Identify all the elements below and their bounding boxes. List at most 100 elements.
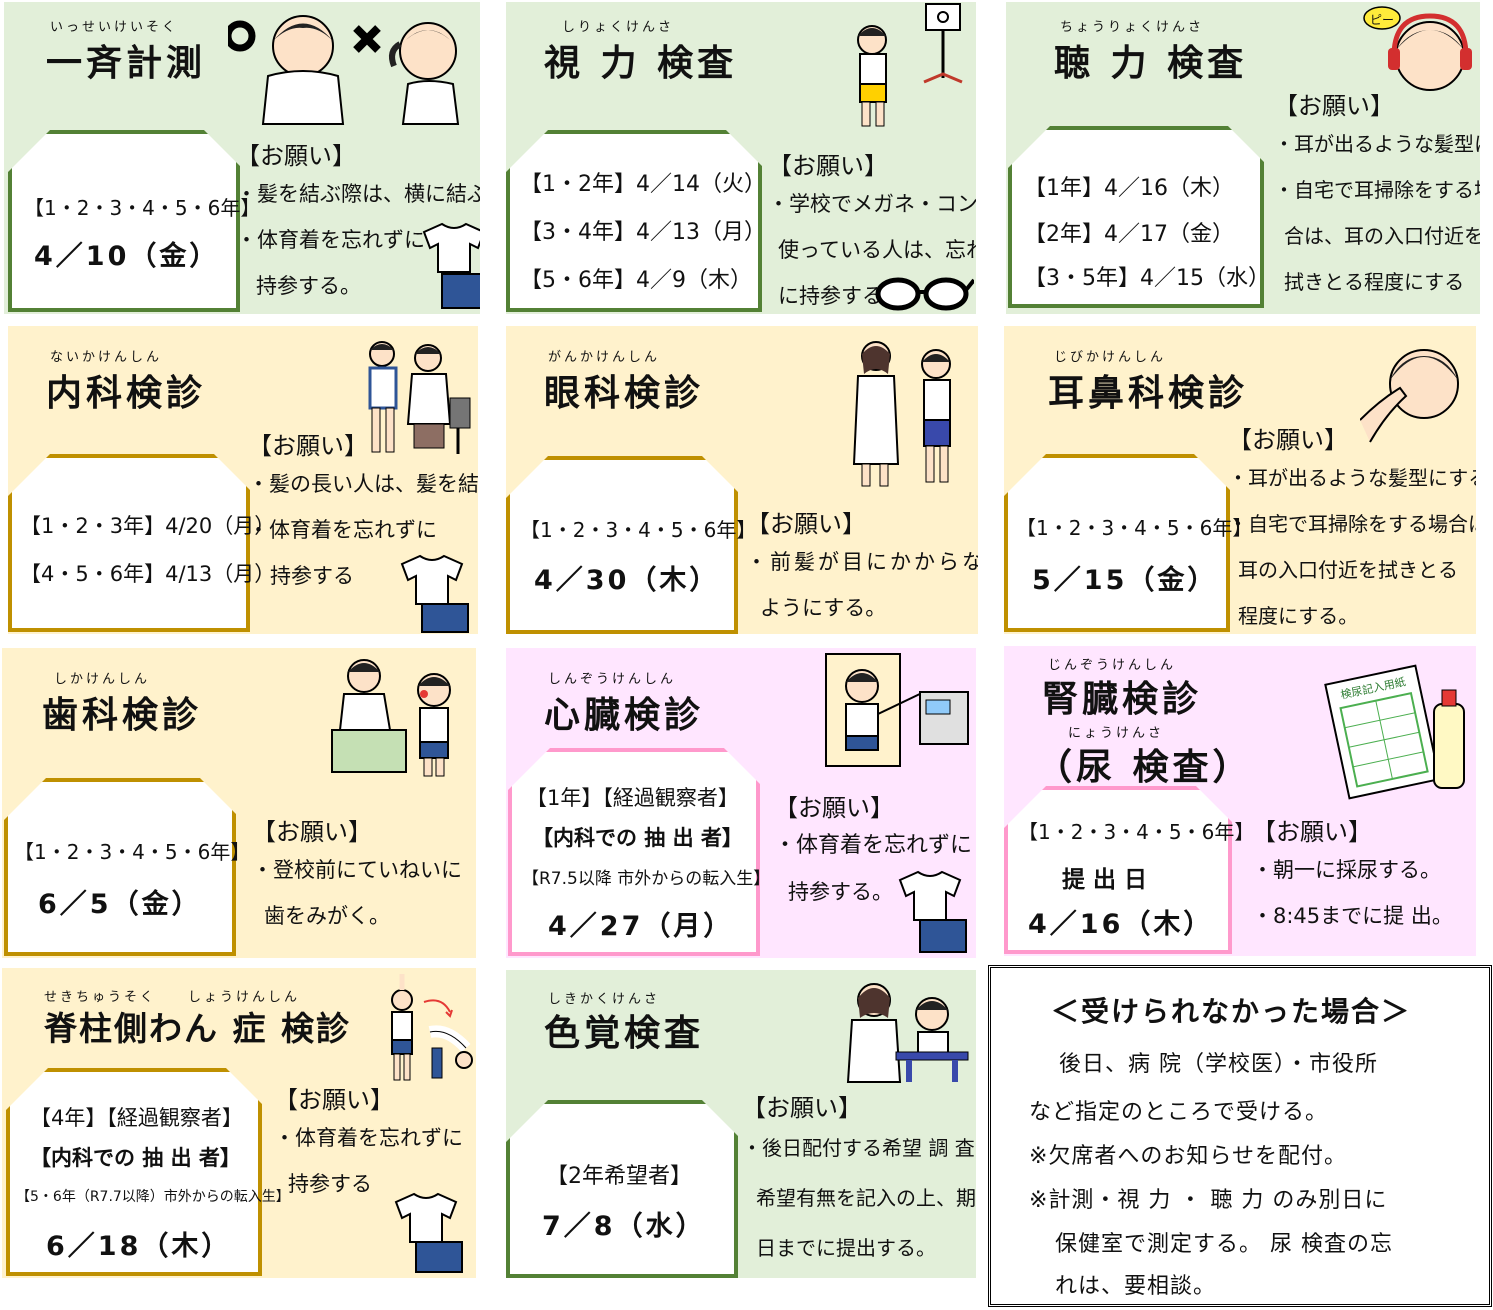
notice-line: ※計測・視 力 ・ 聴 力 のみ別日に	[1029, 1188, 1388, 1213]
request-heading: 【お願い】	[248, 432, 368, 460]
request-heading: 【お願い】	[1252, 818, 1372, 846]
request-heading: 【お願い】	[274, 1086, 394, 1114]
date-value: 4／16（木）	[1028, 909, 1214, 940]
request-heading: 【お願い】	[1228, 426, 1348, 454]
date-line: 【1年】【経過観察者】	[526, 786, 739, 810]
date-line: 【1・2年】4／14（火）	[520, 172, 766, 197]
card-subtitle: （尿 検査）	[1036, 747, 1253, 788]
date-line: 【5・6年】4／9（木）	[520, 268, 752, 293]
dental-exam-illustration	[331, 659, 451, 777]
request-heading: 【お願い】	[746, 510, 866, 538]
eye-test-illustration	[857, 3, 963, 127]
card-shikikaku: しきかくけんさ 色覚検査 【2年希望者】 7／8（水） 【お願い】 ・後日配付す…	[506, 970, 976, 1278]
request-list: 【お願い】 ・耳が出るような髪型にする。 ・自宅で耳掃除をする場 合は、耳の入口…	[1274, 86, 1480, 305]
card-jinzo: じんぞうけんしん 腎臓検診 にょうけんさ （尿 検査） 検尿記入用紙 【1・2・…	[1004, 646, 1476, 956]
request-item: ・前髪が目にかからない	[746, 550, 978, 574]
date-line: 【3・4年】4／13（月）	[520, 220, 766, 245]
card-title: 歯科検診	[42, 695, 203, 736]
beep-label: ピー	[1370, 13, 1395, 27]
request-item: 合は、耳の入口付近を	[1284, 224, 1480, 248]
date-value: 5／15（金）	[1032, 565, 1218, 596]
request-item: ・自宅で耳掃除をする場	[1274, 178, 1480, 202]
notice-line: など指定のところで受ける。	[1029, 1100, 1329, 1125]
request-list: 【お願い】 ・前髪が目にかからない ようにする。	[746, 504, 978, 631]
request-list: 【お願い】 ・体育着を忘れずに 持参する。	[774, 788, 972, 915]
date-line: 【4年】【経過観察者】	[30, 1106, 243, 1130]
notice-line: 後日、病 院（学校医）・市役所	[1059, 1052, 1378, 1077]
doctor-exam-illustration	[368, 341, 471, 454]
date-line: 【内科での 抽 出 者】	[30, 1146, 241, 1170]
card-shiryoku: しりょくけんさ 視 力 検査 【1・2年】4／14（火） 【3・4年】4／13（…	[506, 2, 976, 314]
request-item: 歯をみがく。	[264, 904, 390, 928]
card-naika: ないかけんしん 内科検診 【1・2・3年】4/20（月） 【4・5・6年】4/1…	[8, 326, 478, 634]
card-title: 心臓検診	[544, 695, 705, 736]
card-title: 聴 力 検査	[1054, 43, 1248, 84]
ear-exam-illustration	[1360, 349, 1459, 443]
date-line: 【2年】4／17（金）	[1024, 222, 1234, 247]
request-item: 持参する	[270, 564, 354, 588]
request-heading: 【お願い】	[768, 152, 888, 180]
card-furigana: じびかけんしん	[1054, 350, 1167, 365]
date-line: 【3・5年】4／15（水）	[1024, 266, 1270, 291]
request-item: 程度にする。	[1238, 604, 1359, 628]
card-title: 脊柱側わん 症 検診	[44, 1009, 351, 1048]
gym-clothes-icon	[394, 1192, 463, 1273]
date-box: 【1年】【経過観察者】 【内科での 抽 出 者】 【R7.5以降 市外からの転入…	[508, 748, 770, 956]
date-box: 【1・2・3・4・5・6年】 4／30（木）	[506, 456, 756, 634]
gym-clothes-icon	[898, 870, 967, 953]
request-item: 希望有無を記入の上、期	[756, 1186, 976, 1210]
date-box: 【1・2・3・4・5・6年】 5／15（金）	[1004, 454, 1252, 632]
glasses-icon	[875, 277, 974, 311]
ecg-exam-illustration	[825, 653, 969, 767]
date-grades: 【2年希望者】	[546, 1164, 692, 1189]
notice-line: 保健室で測定する。 尿 検査の忘	[1055, 1232, 1393, 1257]
request-item: 持参する。	[788, 880, 893, 904]
date-box: 【1・2年】4／14（火） 【3・4年】4／13（月） 【5・6年】4／9（木）	[506, 130, 766, 312]
card-sekichu: せきちゅうそく しょうけんしん 脊柱側わん 症 検診 【4年】【経過観察者】 【…	[2, 968, 476, 1278]
notice-line: れは、要相談。	[1055, 1274, 1217, 1299]
card-choryoku: ちょうりょくけんさ 聴 力 検査 ピー 【1年】4／16（木） 【2年】4／17…	[1006, 2, 1480, 314]
request-item: 耳の入口付近を拭きとる	[1238, 558, 1458, 582]
card-ganka: がんかけんしん 眼科検診 【1・2・3・4・5・6年】 4／30（木） 【お願い…	[506, 326, 978, 634]
request-list: 【お願い】 ・学校でメガネ・コンタクトを 使っている人は、忘れず に持参する。	[768, 146, 976, 314]
date-grades: 【1・2・3・4・5・6年】	[24, 196, 261, 220]
date-grades: 【1・2・3・4・5・6年】	[14, 840, 251, 864]
request-item: ・後日配付する希望 調 査に	[742, 1136, 976, 1160]
request-heading: 【お願い】	[742, 1094, 862, 1122]
card-title: 耳鼻科検診	[1048, 373, 1249, 414]
notice-line: ※欠席者へのお知らせを配付。	[1029, 1144, 1347, 1169]
request-item: ・朝一に採尿する。	[1252, 858, 1441, 882]
card-title: 色覚検査	[544, 1013, 705, 1054]
card-shika: しかけんしん 歯科検診 【1・2・3・4・5・6年】 6／5（金） 【お願い】 …	[2, 648, 476, 958]
students-hair-tie-illustration	[228, 15, 460, 125]
date-grades: 【1・2・3・4・5・6年】	[520, 518, 757, 542]
gym-clothes-icon	[400, 554, 469, 633]
request-item: ・体育着を忘れずに	[274, 1126, 463, 1150]
request-item: ・8:45までに提 出。	[1252, 904, 1453, 928]
card-shinzo: しんぞうけんしん 心臓検診 【1年】【経過観察者】 【内科での 抽 出 者】 【…	[506, 648, 976, 958]
date-line: 【5・6年（R7.7以降）市外からの転入生】	[16, 1189, 290, 1205]
card-jibika: じびかけんしん 耳鼻科検診 【1・2・3・4・5・6年】 5／15（金） 【お願…	[1004, 326, 1476, 634]
card-title: 一斉計測	[46, 43, 207, 84]
date-line: 【内科での 抽 出 者】	[532, 826, 743, 850]
date-box: 【1年】4／16（木） 【2年】4／17（金） 【3・5年】4／15（水）	[1008, 126, 1270, 308]
date-line: 【1・2・3年】4/20（月）	[20, 514, 276, 538]
date-value: 4／27（月）	[548, 911, 734, 942]
request-list: 【お願い】 ・後日配付する希望 調 査に 希望有無を記入の上、期 日までに提出す…	[742, 1088, 976, 1273]
request-item: ようにする。	[760, 596, 887, 620]
request-item: ・髪を結ぶ際は、横に結ぶ。	[236, 182, 480, 206]
eye-exam-illustration	[852, 341, 951, 487]
notice-title: ＜受けられなかった場合＞	[1051, 995, 1412, 1028]
date-grades: 【1・2・3・4・5・6年】	[1018, 820, 1255, 844]
request-heading: 【お願い】	[774, 794, 894, 822]
request-item: ・体育着を忘れずに	[248, 518, 437, 542]
date-box: 【1・2・3・4・5・6年】 6／5（金）	[4, 778, 250, 956]
request-list: 【お願い】 ・体育着を忘れずに 持参する	[274, 1080, 463, 1207]
request-list: 【お願い】 ・登校前にていねいに 歯をみがく。	[252, 812, 462, 939]
card-furigana: いっせいけいそく	[50, 20, 179, 35]
date-line: 【R7.5以降 市外からの転入生】	[522, 869, 771, 889]
request-item: ・髪の長い人は、髪を結ぶ。	[248, 472, 478, 496]
request-heading: 【お願い】	[252, 818, 372, 846]
